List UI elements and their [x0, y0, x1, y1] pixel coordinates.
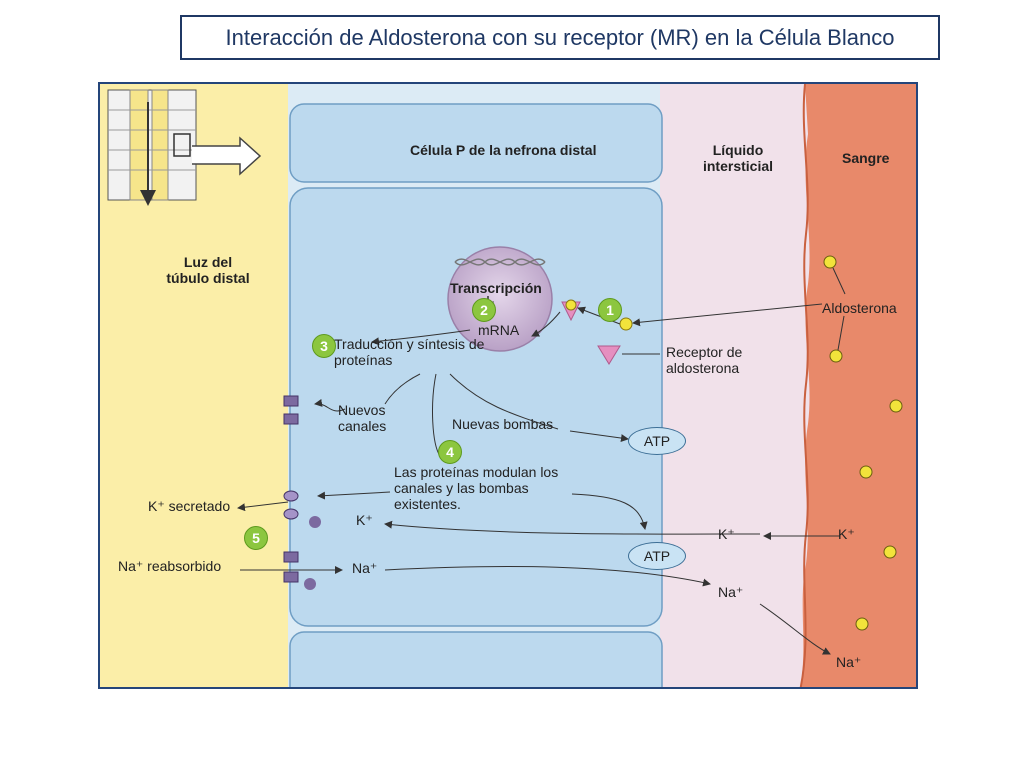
- translation-label: Traducción y síntesis de proteínas: [334, 336, 485, 369]
- interstitial-region: [660, 84, 810, 687]
- k-cell-label: K⁺: [356, 512, 373, 528]
- na-cell-label: Na⁺: [352, 560, 378, 576]
- k-secreted-label: K⁺ secretado: [148, 498, 231, 514]
- new-channels-label: Nuevos canales: [338, 402, 387, 435]
- na-blood-label: Na⁺: [836, 654, 862, 670]
- na-reabsorbed-label: Na⁺ reabsorbido: [118, 558, 222, 574]
- atp-pump-new: ATP: [628, 427, 686, 455]
- step-2-badge: 2: [472, 298, 496, 322]
- na-interstitial-label: Na⁺: [718, 584, 744, 600]
- receptor-icon: [597, 345, 621, 365]
- atp-pump-existing: ATP: [628, 542, 686, 570]
- k-blood-label: K⁺: [838, 526, 855, 542]
- upper-cell: [289, 103, 663, 183]
- blood-region: [800, 84, 916, 687]
- apical-channels: [283, 395, 321, 590]
- step-4-badge: 4: [438, 440, 462, 464]
- tubule-icon: [107, 89, 262, 206]
- diagram-graphics: [100, 84, 916, 687]
- blood-header: Sangre: [842, 150, 890, 166]
- transcription-label: Transcripción: [450, 280, 542, 296]
- receptor-label: Receptor de aldosterona: [666, 344, 743, 377]
- slide-title: Interacción de Aldosterona con su recept…: [180, 15, 940, 60]
- nucleus: [447, 246, 553, 352]
- step-1-badge: 1: [598, 298, 622, 322]
- new-pumps-label: Nuevas bombas: [452, 416, 554, 432]
- modulation-label: Las proteínas modulan los canales y las …: [394, 464, 559, 513]
- aldosterone-label: Aldosterona: [822, 300, 897, 316]
- k-interstitial-label: K⁺: [718, 526, 735, 542]
- lower-cell: [289, 631, 663, 687]
- step-3-badge: 3: [312, 334, 336, 358]
- interstitial-header: Líquido intersticial: [702, 142, 774, 175]
- mrna-label: mRNA: [478, 322, 520, 338]
- lumen-label: Luz del túbulo distal: [166, 254, 250, 287]
- step-5-badge: 5: [244, 526, 268, 550]
- cell-header: Célula P de la nefrona distal: [410, 142, 597, 158]
- principal-cell: [289, 187, 663, 627]
- aldosterone-diagram: Célula P de la nefrona distal Líquido in…: [98, 82, 918, 689]
